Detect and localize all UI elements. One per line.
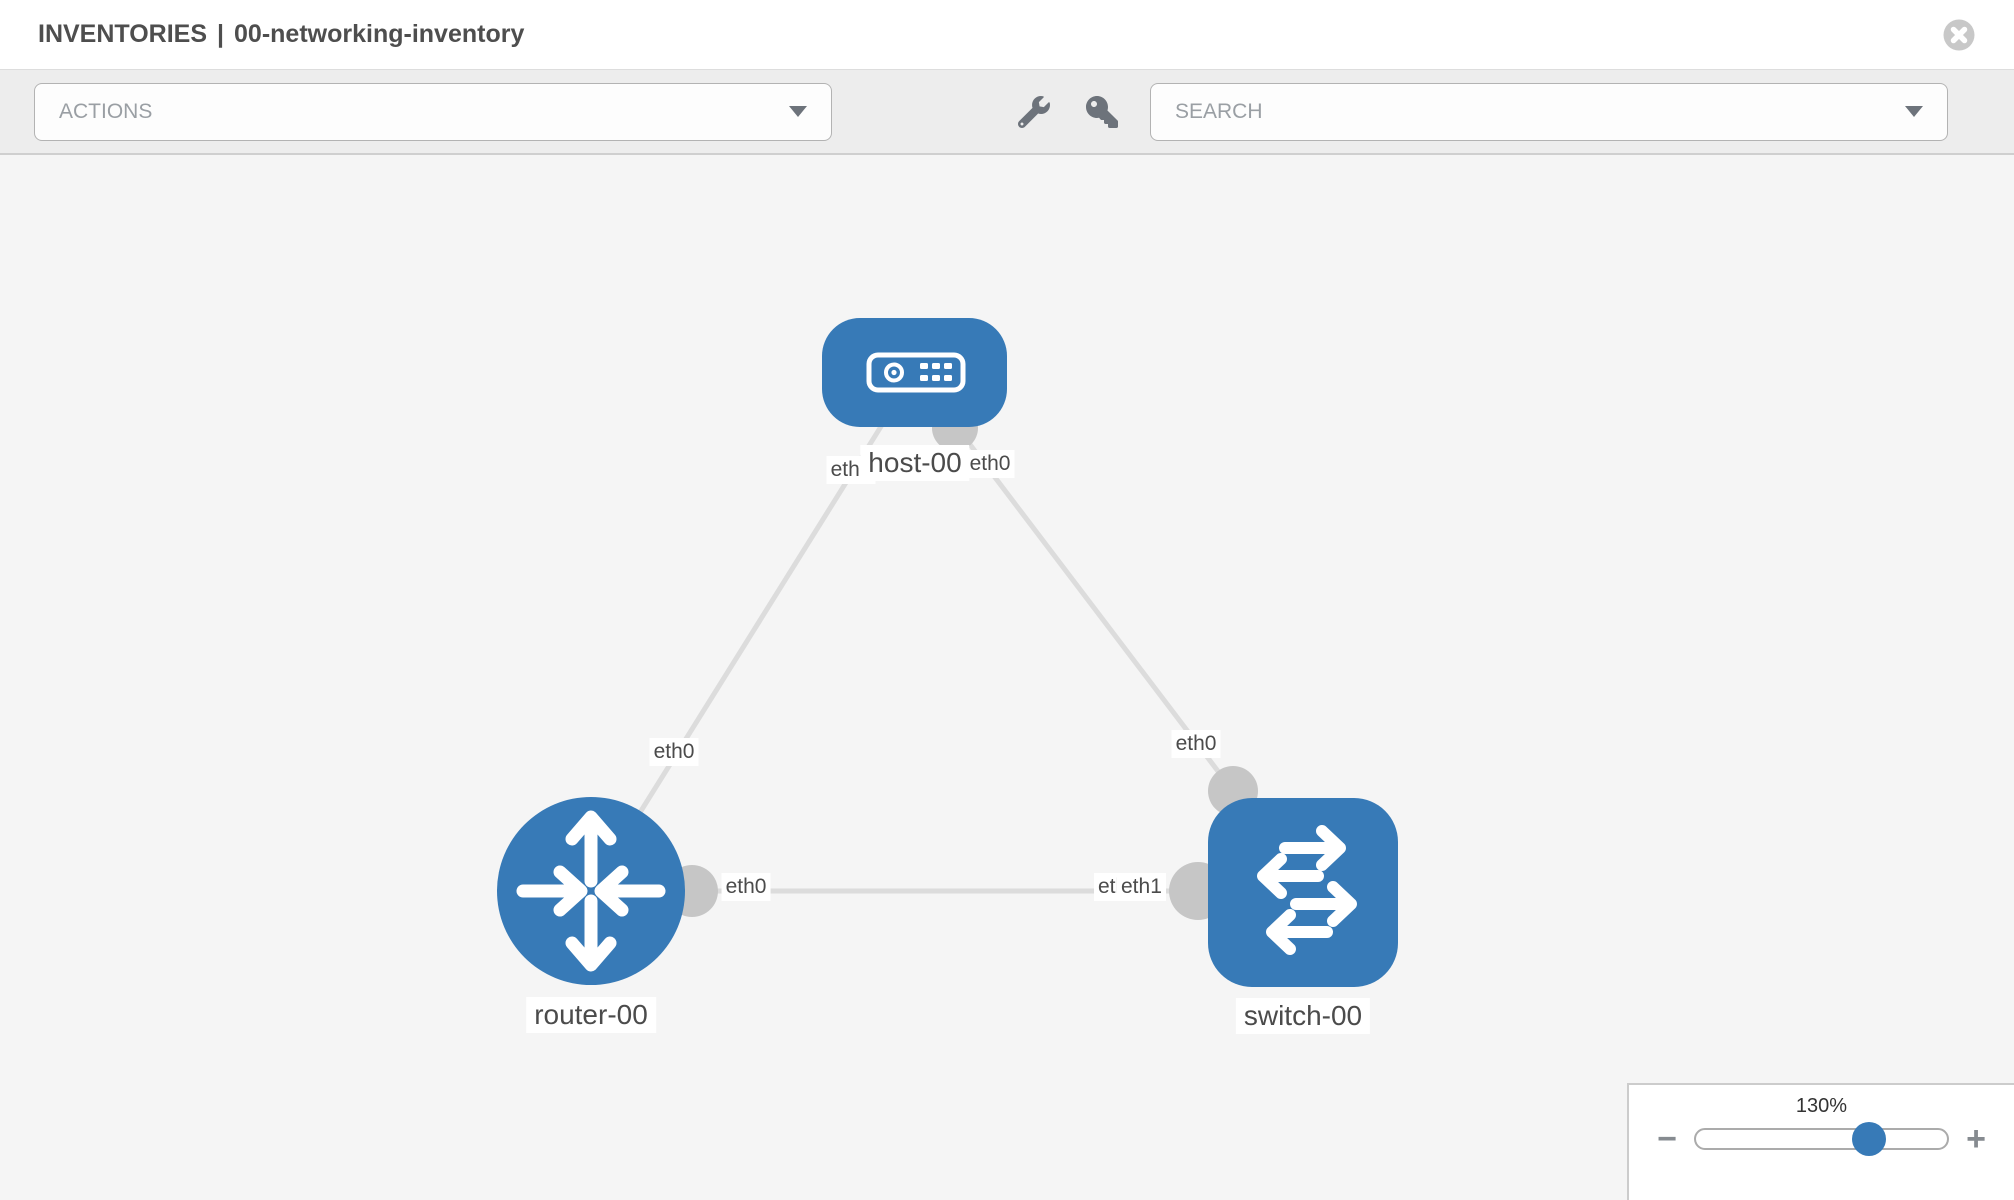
interface-label-host-right: eth0: [965, 450, 1015, 479]
node-switch[interactable]: [1208, 798, 1398, 987]
page-title-separator: |: [217, 20, 225, 48]
topology-canvas[interactable]: eth0 eth0 eth0 eth0 eth0 eth0 eth1 host-…: [0, 155, 2014, 1200]
wrench-icon[interactable]: [1018, 95, 1050, 128]
actions-dropdown-label: ACTIONS: [59, 99, 153, 123]
zoom-in-button[interactable]: +: [1966, 1120, 1986, 1158]
search-box[interactable]: [1150, 82, 1948, 141]
toolbar: ACTIONS: [0, 70, 2014, 155]
zoom-slider-track[interactable]: [1694, 1122, 1949, 1156]
interface-label-router-link: eth0: [649, 738, 699, 767]
key-icon[interactable]: [1086, 95, 1118, 128]
node-router[interactable]: [497, 797, 685, 985]
chevron-down-icon: [789, 106, 807, 117]
zoom-slider-knob[interactable]: [1852, 1122, 1886, 1156]
node-label-host: host-00: [860, 445, 970, 482]
node-label-switch: switch-00: [1235, 998, 1371, 1035]
actions-dropdown[interactable]: ACTIONS: [34, 82, 832, 141]
router-icon: [516, 810, 666, 972]
page-title: INVENTORIES | 00-networking-inventory: [38, 20, 524, 49]
header: INVENTORIES | 00-networking-inventory: [0, 0, 2014, 70]
toolbar-icon-group: [1018, 95, 1118, 128]
chevron-down-icon: [1905, 106, 1923, 117]
interface-label-switch-bottom-front: eth1: [1117, 873, 1166, 902]
node-label-router: router-00: [526, 997, 656, 1034]
close-icon: [1943, 19, 1975, 50]
zoom-out-button[interactable]: −: [1657, 1120, 1677, 1158]
page-title-section: INVENTORIES: [38, 20, 208, 48]
search-input[interactable]: [1175, 99, 1905, 124]
interface-label-router-bottom: eth0: [721, 873, 771, 902]
zoom-panel: 130% − +: [1627, 1083, 2014, 1200]
page-title-inventory-name: 00-networking-inventory: [234, 20, 525, 48]
host-icon: [866, 352, 966, 393]
switch-icon: [1257, 825, 1357, 955]
node-host[interactable]: [822, 318, 1007, 427]
topology-graph: [497, 318, 1398, 987]
interface-label-switch-link: eth0: [1171, 730, 1221, 759]
zoom-slider-row: − +: [1629, 1120, 2014, 1158]
zoom-level-label: 130%: [1795, 1095, 1848, 1117]
close-button[interactable]: [1942, 18, 1976, 52]
